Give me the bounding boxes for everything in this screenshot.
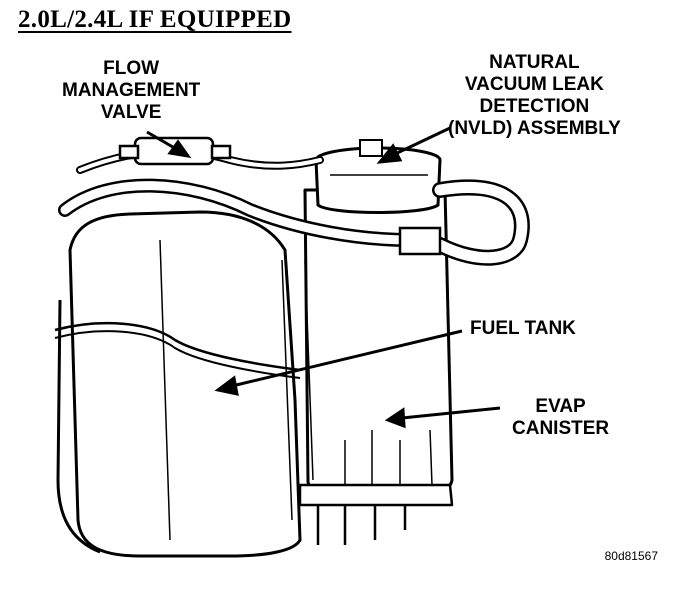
nvld-assembly-label: NATURAL VACUUM LEAK DETECTION (NVLD) ASS… <box>448 52 621 140</box>
nvld-arrow-head <box>376 143 403 164</box>
label-line: NATURAL <box>489 52 580 73</box>
label-line: EVAP <box>535 396 586 417</box>
label-line: (NVLD) ASSEMBLY <box>448 118 621 139</box>
evap-arrow-head <box>384 407 406 429</box>
label-line: VACUUM LEAK <box>464 74 604 95</box>
flow-management-valve-label: FLOW MANAGEMENT VALVE <box>62 58 200 124</box>
label-line: CANISTER <box>512 418 610 439</box>
label-line: FLOW <box>103 58 160 79</box>
label-line: MANAGEMENT <box>62 80 201 101</box>
nvld-drawing <box>314 139 442 214</box>
label-line: VALVE <box>100 102 162 123</box>
figure-code: 80d81567 <box>604 549 658 563</box>
diagram-title: 2.0L/2.4L IF EQUIPPED <box>18 6 292 33</box>
fuel-tank-drawing <box>54 210 302 558</box>
fuel-tank-label: FUEL TANK <box>470 318 576 340</box>
evap-canister-label: EVAP CANISTER <box>512 396 609 440</box>
fuel-tank-arrow-head <box>214 375 239 396</box>
label-line: DETECTION <box>479 96 590 117</box>
label-line: FUEL TANK <box>470 318 576 339</box>
evap-arrow-line <box>401 406 501 420</box>
leader-arrows <box>146 126 501 429</box>
evap-canister-drawing <box>298 188 454 545</box>
flow-valve-arrow-head <box>167 139 192 159</box>
nvld-arrow-line <box>392 126 451 157</box>
fuel-tank-arrow-line <box>231 329 463 388</box>
